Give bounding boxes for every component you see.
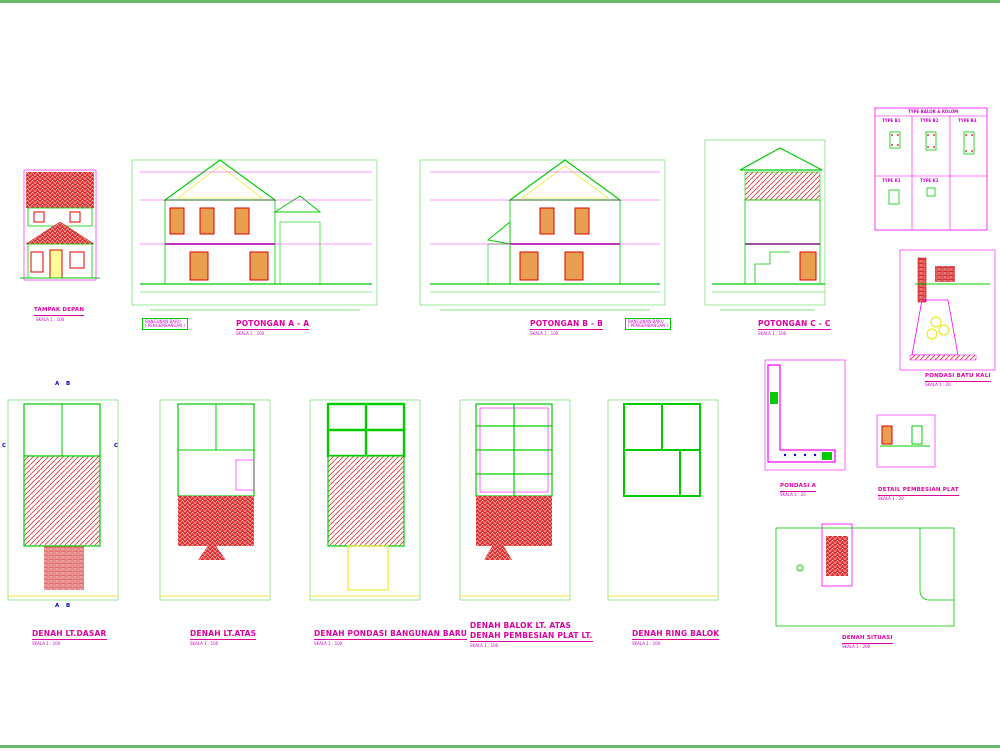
detail-pembesian-plat-drawing (876, 414, 936, 468)
scale-denah-lt-dasar: SKALA 1 : 100 (32, 641, 61, 646)
title-denah-lt-dasar: DENAH LT.DASAR (32, 629, 107, 640)
section-marker-b-top: B (66, 381, 71, 387)
schedule-type-b3: TYPE B3 (958, 118, 977, 123)
schedule-type-k1: TYPE K1 (882, 178, 901, 183)
title-pondasi-a: PONDASI A (780, 483, 817, 492)
section-marker-c-left: C (2, 443, 7, 449)
title-denah-pondasi: DENAH PONDASI BANGUNAN BARU (314, 629, 468, 640)
tampak-depan-drawing (20, 169, 100, 281)
potongan-aa-drawing (131, 159, 378, 311)
legend-bangunan-baru-1: BANGUNAN BARU ( PENGEMBANGAN ) (142, 318, 188, 330)
section-marker-b-bottom: B (66, 603, 71, 609)
title-potongan-bb: POTONGAN B - B (530, 319, 604, 330)
title-denah-lt-atas: DENAH LT.ATAS (190, 629, 257, 640)
legend-bangunan-baru-2: BANGUNAN BARU ( PENGEMBANGAN ) (625, 318, 671, 330)
title-denah-situasi: DENAH SITUASI (842, 635, 893, 644)
scale-denah-balok: SKALA 1 : 100 (470, 643, 499, 648)
title-pondasi-batu-kali: PONDASI BATU KALI (925, 373, 991, 382)
detail-pondasi-batu-kali-drawing (899, 249, 996, 371)
denah-situasi-drawing (775, 523, 955, 627)
legend-1-line2: ( PENGEMBANGAN ) (145, 323, 185, 328)
title-detail-pembesian-plat: DETAIL PEMBESIAN PLAT (878, 487, 959, 496)
denah-lt-atas-drawing (159, 399, 271, 601)
denah-pondasi-drawing (309, 399, 421, 601)
title-denah-balok: DENAH BALOK LT. ATAS (470, 621, 572, 630)
title-tampak-depan: TAMPAK DEPAN (34, 307, 85, 316)
sheet-top-border (0, 0, 1000, 3)
scale-detail-pembesian-plat: SKALA 1 : 20 (878, 496, 904, 501)
title-potongan-aa: POTONGAN A - A (236, 319, 310, 330)
legend-2-line2: ( PENGEMBANGAN ) (628, 323, 668, 328)
scale-pondasi-batu-kali: SKALA 1 : 20 (925, 382, 951, 387)
scale-pondasi-a: SKALA 1 : 20 (780, 492, 806, 497)
sheet-bottom-border (0, 745, 1000, 748)
scale-potongan-bb: SKALA 1 : 100 (530, 331, 559, 336)
denah-lt-dasar-drawing (7, 399, 119, 601)
title-denah-pembesian-plat: DENAH PEMBESIAN PLAT LT. (470, 631, 593, 642)
legend-1-line1: BANGUNAN BARU (145, 319, 181, 324)
schedule-type-k2: TYPE K2 (920, 178, 939, 183)
schedule-type-b2: TYPE B2 (920, 118, 939, 123)
section-marker-c-right: C (114, 443, 119, 449)
scale-denah-ring-balok: SKALA 1 : 100 (632, 641, 661, 646)
denah-balok-drawing (459, 399, 571, 601)
scale-denah-pondasi: SKALA 1 : 100 (314, 641, 343, 646)
schedule-type-b1: TYPE B1 (882, 118, 901, 123)
scale-potongan-aa: SKALA 1 : 100 (236, 331, 265, 336)
scale-tampak-depan: SKALA 1 : 100 (36, 317, 65, 322)
denah-ring-balok-drawing (607, 399, 719, 601)
scale-potongan-cc: SKALA 1 : 100 (758, 331, 787, 336)
title-potongan-cc: POTONGAN C - C (758, 319, 831, 330)
schedule-title: TYPE BALOK & KOLOM (908, 109, 959, 114)
pondasi-a-detail-drawing (764, 359, 846, 471)
section-marker-a-top: A (55, 381, 60, 387)
scale-denah-lt-atas: SKALA 1 : 100 (190, 641, 219, 646)
legend-2-line1: BANGUNAN BARU (628, 319, 664, 324)
section-marker-a-bottom: A (55, 603, 60, 609)
potongan-cc-drawing (704, 139, 826, 311)
scale-denah-situasi: SKALA 1 : 200 (842, 644, 871, 649)
type-balok-kolom-schedule (874, 107, 988, 231)
potongan-bb-drawing (419, 159, 666, 311)
title-denah-ring-balok: DENAH RING BALOK (632, 629, 720, 640)
